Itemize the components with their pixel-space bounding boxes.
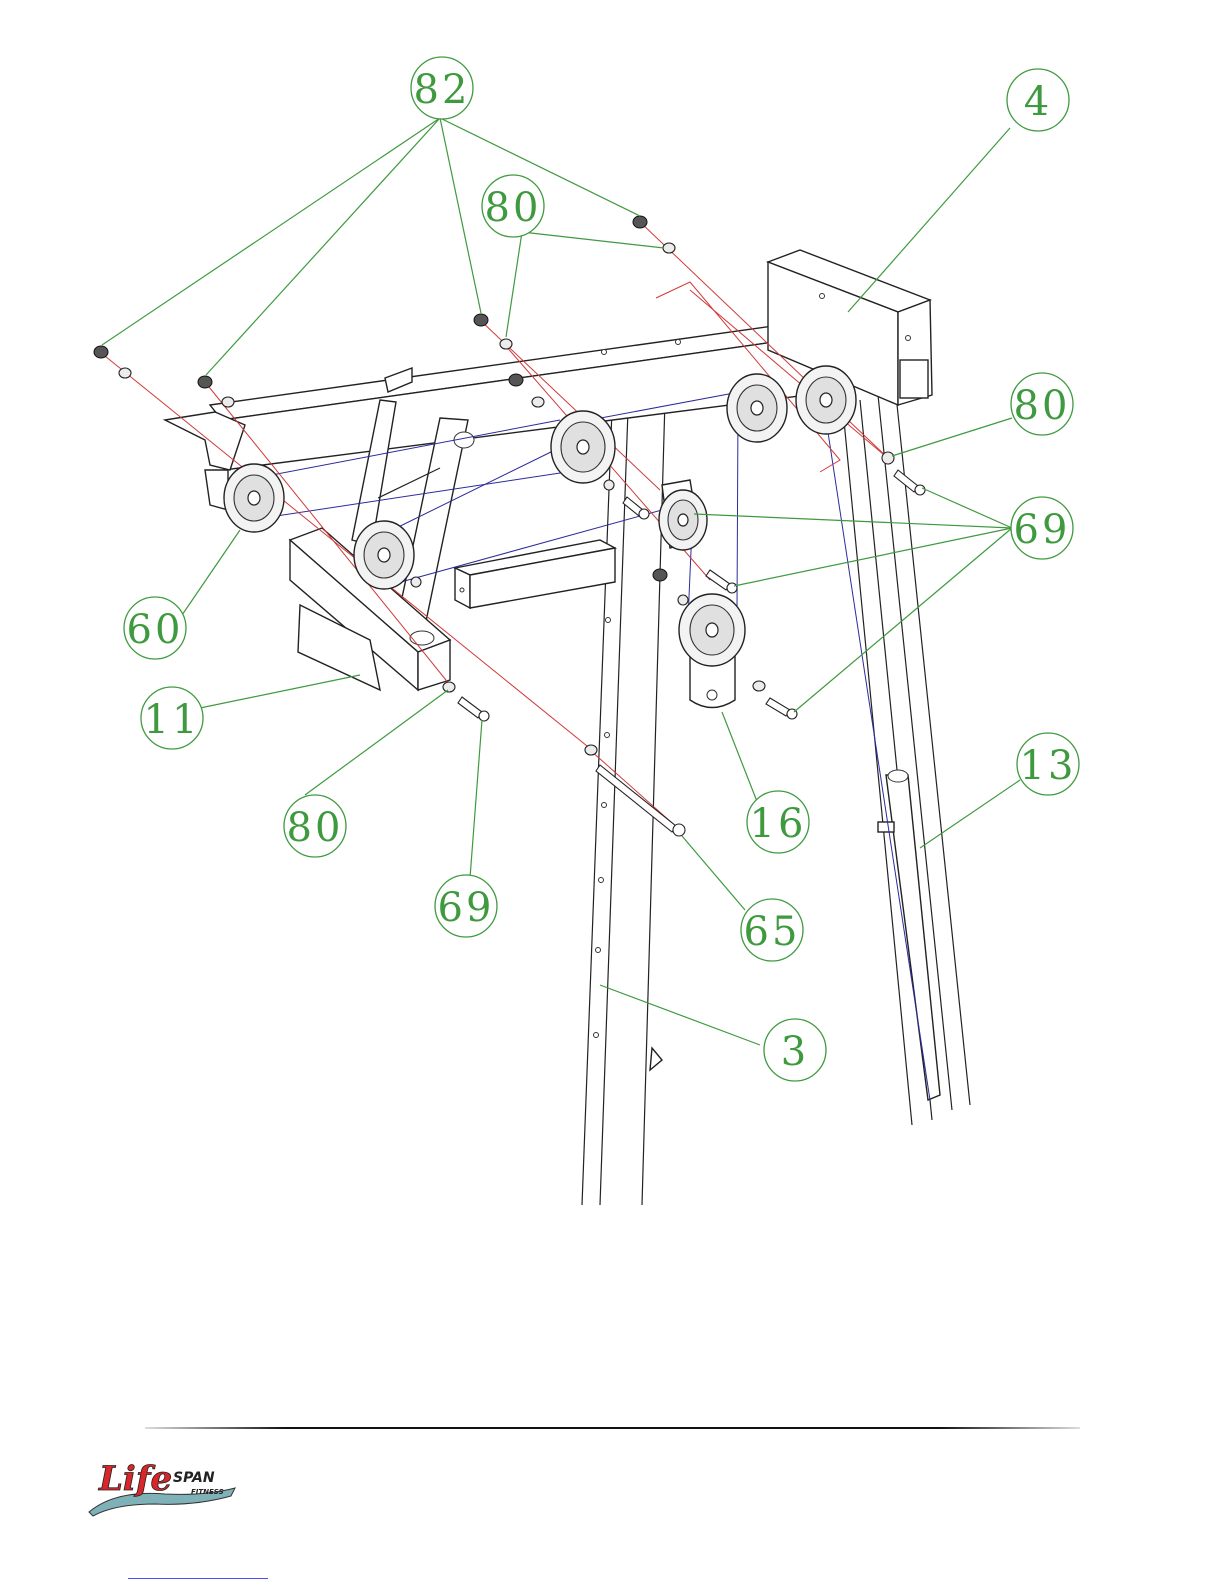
- callout-3: 3: [764, 1019, 826, 1081]
- svg-text:69: 69: [1014, 507, 1071, 553]
- logo-script: Life: [98, 1459, 172, 1499]
- logo-link-underline: [128, 1578, 268, 1579]
- callout-65: 65: [741, 899, 803, 961]
- pulley-side-bracket: [659, 490, 707, 550]
- pulley-swivel: [679, 594, 745, 666]
- callout-69-right: 69: [1011, 497, 1073, 559]
- svg-text:80: 80: [485, 185, 542, 231]
- pulley-top-right-1: [727, 374, 787, 442]
- pulley-left: [224, 464, 284, 532]
- footer-rule: [145, 1427, 1080, 1429]
- nut-5: [509, 374, 523, 386]
- callout-80-right: 80: [1011, 373, 1073, 435]
- cables: [235, 380, 930, 1100]
- nut-2: [198, 376, 212, 388]
- svg-text:82: 82: [414, 67, 471, 113]
- callout-11: 11: [141, 687, 203, 749]
- svg-text:11: 11: [144, 697, 201, 743]
- side-bracket: [455, 540, 615, 608]
- callout-80-bottom: 80: [284, 795, 346, 857]
- pulley-arm: [354, 521, 414, 589]
- svg-text:69: 69: [438, 885, 495, 931]
- callout-69-bottom: 69: [435, 875, 497, 937]
- svg-text:80: 80: [287, 805, 344, 851]
- svg-text:4: 4: [1024, 79, 1052, 125]
- logo-sub: FITNESS: [191, 1488, 224, 1496]
- nut-6: [653, 569, 667, 581]
- callout-4: 4: [1007, 69, 1069, 131]
- svg-text:3: 3: [781, 1029, 809, 1075]
- callout-82: 82: [411, 57, 473, 119]
- svg-text:13: 13: [1020, 743, 1077, 789]
- lifespan-fitness-logo: Life SPAN FITNESS: [85, 1450, 245, 1520]
- svg-text:16: 16: [750, 801, 807, 847]
- svg-text:60: 60: [127, 607, 184, 653]
- callout-60: 60: [124, 597, 186, 659]
- svg-text:65: 65: [744, 909, 801, 955]
- pulley-top-right-2: [796, 366, 856, 434]
- logo-caps: SPAN: [173, 1470, 215, 1486]
- right-upright: [842, 395, 970, 1125]
- svg-text:80: 80: [1014, 383, 1071, 429]
- nut-4: [633, 216, 647, 228]
- callout-13: 13: [1017, 733, 1079, 795]
- pulley-center: [551, 411, 615, 483]
- callout-16: 16: [747, 791, 809, 853]
- nut-3: [474, 314, 488, 326]
- callout-80-top: 80: [482, 175, 544, 237]
- nut-1: [94, 346, 108, 358]
